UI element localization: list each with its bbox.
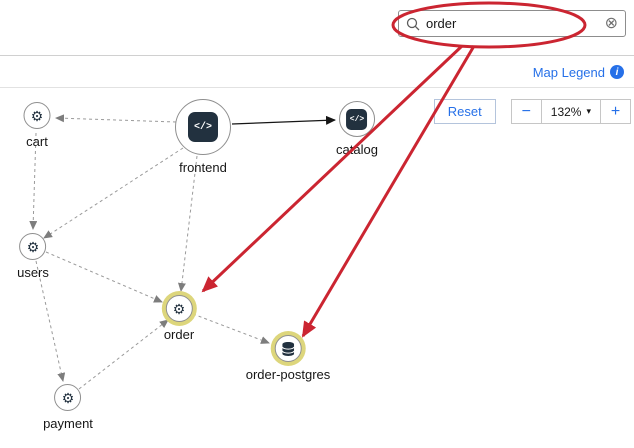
chevron-down-icon: ▾ <box>586 106 591 116</box>
edges-svg <box>29 114 336 390</box>
search-box[interactable]: ⊗ <box>398 10 626 37</box>
edge-frontend-cart <box>55 114 177 123</box>
node-frontend[interactable]: </> frontend <box>175 99 231 175</box>
edge-frontend-users <box>43 147 184 239</box>
topbar: ⊗ <box>0 0 634 56</box>
edge-frontend-order <box>177 155 198 292</box>
map-legend-label: Map Legend <box>532 64 605 80</box>
node-label: order <box>163 327 195 342</box>
edge-payment-order <box>78 319 169 390</box>
service-circle: </> <box>338 101 375 137</box>
service-circle <box>274 335 302 362</box>
info-icon: i <box>610 65 624 79</box>
node-label: cart <box>26 134 48 149</box>
service-circle: ⚙ <box>23 102 51 129</box>
zoom-out-button[interactable]: − <box>510 99 542 124</box>
node-order[interactable]: ⚙ order <box>164 295 194 342</box>
zoom-level-dropdown[interactable]: 132% ▾ <box>540 99 601 124</box>
node-payment[interactable]: ⚙ payment <box>43 384 93 431</box>
reset-button[interactable]: Reset <box>433 99 496 124</box>
service-icon: ⚙ <box>26 238 40 255</box>
zoom-level-value: 132% <box>550 104 582 119</box>
code-icon: </> <box>346 108 368 130</box>
node-users[interactable]: ⚙ users <box>17 233 49 280</box>
service-icon: ⚙ <box>30 107 44 124</box>
node-label: payment <box>43 416 93 431</box>
node-label: users <box>17 265 49 280</box>
node-cart[interactable]: ⚙ cart <box>23 102 51 149</box>
edge-frontend-catalog <box>231 115 336 125</box>
clear-search-icon[interactable]: ⊗ <box>604 14 618 32</box>
database-icon <box>281 341 295 356</box>
search-input[interactable] <box>426 16 599 31</box>
map-controls: Reset − 132% ▾ + <box>433 99 631 124</box>
legend-bar: Map Legend i <box>0 57 634 88</box>
zoom-controls: − 132% ▾ + <box>510 99 631 124</box>
node-order-postgres[interactable]: order-postgres <box>245 335 331 382</box>
map-legend-link[interactable]: Map Legend i <box>533 65 624 80</box>
service-circle: ⚙ <box>54 384 82 411</box>
edge-users-order <box>45 251 163 303</box>
map-area: Reset − 132% ▾ + <box>0 89 634 448</box>
service-icon: ⚙ <box>61 389 75 406</box>
node-catalog[interactable]: </> catalog <box>336 101 378 157</box>
service-circle: ⚙ <box>19 233 47 260</box>
search-icon <box>406 17 420 31</box>
service-icon: ⚙ <box>172 300 186 317</box>
code-icon: </> <box>188 112 218 142</box>
service-circle: ⚙ <box>165 295 193 322</box>
node-label: order-postgres <box>245 367 331 382</box>
zoom-in-button[interactable]: + <box>600 99 631 124</box>
service-circle: </> <box>175 99 231 155</box>
node-label: frontend <box>179 160 227 175</box>
node-label: catalog <box>336 142 378 157</box>
